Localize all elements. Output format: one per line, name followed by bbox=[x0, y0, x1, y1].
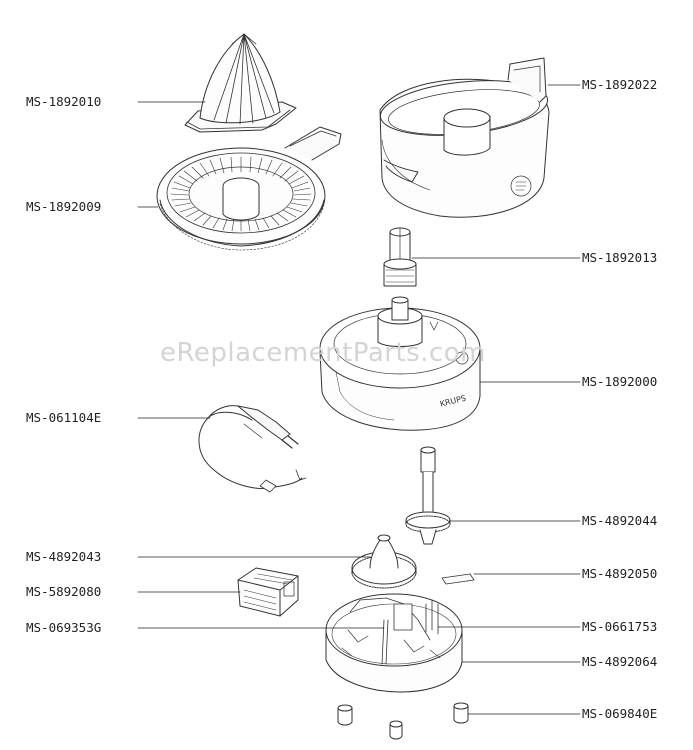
label-pinion-gear: MS-4892043 bbox=[26, 549, 102, 564]
label-container: MS-1892022 bbox=[582, 77, 658, 92]
label-strainer: MS-1892009 bbox=[26, 199, 102, 214]
bottom-cover bbox=[325, 593, 463, 693]
pinion-gear bbox=[351, 534, 417, 589]
rubber-feet bbox=[337, 702, 469, 740]
juice-container bbox=[379, 57, 550, 218]
power-cord bbox=[198, 405, 307, 493]
motor bbox=[237, 567, 299, 617]
juicer-cone bbox=[184, 33, 297, 133]
label-bottom-cover: MS-4892064 bbox=[582, 654, 658, 669]
label-feet: MS-069840E bbox=[582, 706, 658, 721]
label-motor: MS-5892080 bbox=[26, 584, 102, 599]
strainer bbox=[156, 126, 342, 251]
watermark: eReplacementParts.com bbox=[160, 338, 487, 368]
label-drive-shaft: MS-1892013 bbox=[582, 250, 658, 265]
leader-lines bbox=[137, 84, 581, 715]
drive-shaft bbox=[383, 227, 417, 287]
gear-shaft bbox=[405, 446, 451, 545]
label-spring-clip: MS-4892050 bbox=[582, 566, 658, 581]
label-cone: MS-1892010 bbox=[26, 94, 102, 109]
spring-clip bbox=[441, 573, 475, 585]
label-base-housing: MS-1892000 bbox=[582, 374, 658, 389]
label-power-cord: MS-061104E bbox=[26, 410, 102, 425]
label-contacts: MS-0661753 bbox=[582, 619, 658, 634]
motor-base bbox=[319, 296, 481, 431]
label-gear-shaft: MS-4892044 bbox=[582, 513, 658, 528]
label-switch: MS-069353G bbox=[26, 620, 102, 635]
